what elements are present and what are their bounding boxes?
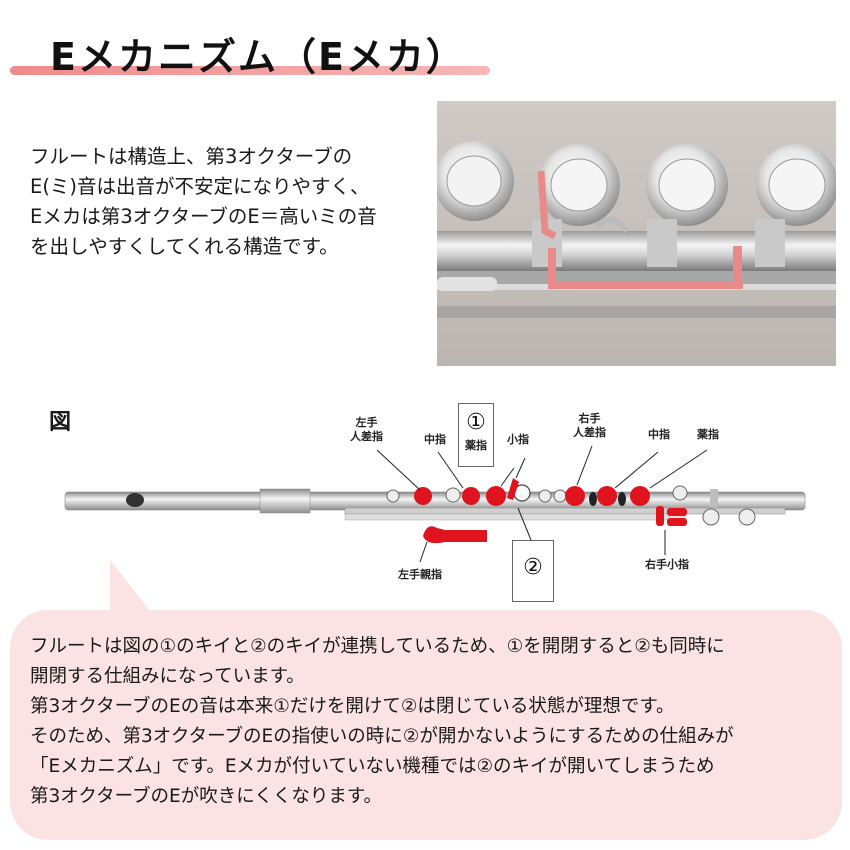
intro-line: を出しやすくしてくれる構造です。 bbox=[30, 235, 339, 258]
bubble-tail bbox=[110, 560, 154, 616]
label-right-index: 右手 人差指 bbox=[573, 412, 606, 439]
key-2-marker: ② bbox=[523, 555, 543, 580]
explanation-line: フルートは図の①のキイと②のキイが連携しているため、①を開閉すると②も同時に bbox=[30, 636, 725, 657]
page-title: Eメカニズム（Eメカ） bbox=[50, 35, 466, 79]
label-right-pinky: 右手小指 bbox=[645, 558, 689, 571]
explanation-line: 第3オクターブのEの音は本来①だけを開けて②は閉じている状態が理想です。 bbox=[30, 696, 675, 717]
key-1-box: ① 薬指 bbox=[458, 403, 494, 467]
intro-text: フルートは構造上、第3オクターブの E(ミ)音は出音が不安定になりやすく、 Eメ… bbox=[30, 142, 430, 262]
explanation-line: 「Eメカニズム」です。Eメカが付いていない機種では②のキイが開いてしまうため bbox=[30, 756, 715, 777]
label-left-middle: 中指 bbox=[424, 433, 446, 446]
label-right-middle: 中指 bbox=[648, 428, 670, 441]
explanation-line: 第3オクターブのEが吹きにくくなります。 bbox=[30, 786, 383, 807]
label-right-ring: 薬指 bbox=[697, 428, 719, 441]
explanation-bubble bbox=[10, 610, 842, 840]
label-left-thumb: 左手親指 bbox=[398, 568, 442, 581]
label-left-index: 左手 人差指 bbox=[350, 416, 383, 443]
key-1-marker: ① bbox=[466, 410, 486, 435]
intro-line: E(ミ)音は出音が不安定になりやすく、 bbox=[30, 175, 370, 198]
flute-diagram: 左手 人差指 中指 ① 薬指 小指 右手 人差指 中指 薬指 左手親指 ② 右手… bbox=[55, 400, 815, 610]
e-mechanism-photo bbox=[437, 101, 836, 366]
explanation-line: 開閉する仕組みになっています。 bbox=[30, 666, 305, 687]
key-2-box: ② bbox=[512, 540, 554, 602]
explanation-text: フルートは図の①のキイと②のキイが連携しているため、①を開閉すると②も同時に 開… bbox=[30, 632, 830, 812]
figure-label: 図 bbox=[49, 410, 72, 435]
label-left-ring: 薬指 bbox=[465, 439, 487, 452]
intro-line: Eメカは第3オクターブのE＝高いミの音 bbox=[30, 205, 377, 228]
title-underline bbox=[10, 66, 490, 75]
intro-line: フルートは構造上、第3オクターブの bbox=[30, 145, 353, 168]
label-left-pinky: 小指 bbox=[507, 433, 529, 446]
explanation-line: そのため、第3オクターブのEの指使いの時に②が開かないようにするための仕組みが bbox=[30, 726, 734, 747]
